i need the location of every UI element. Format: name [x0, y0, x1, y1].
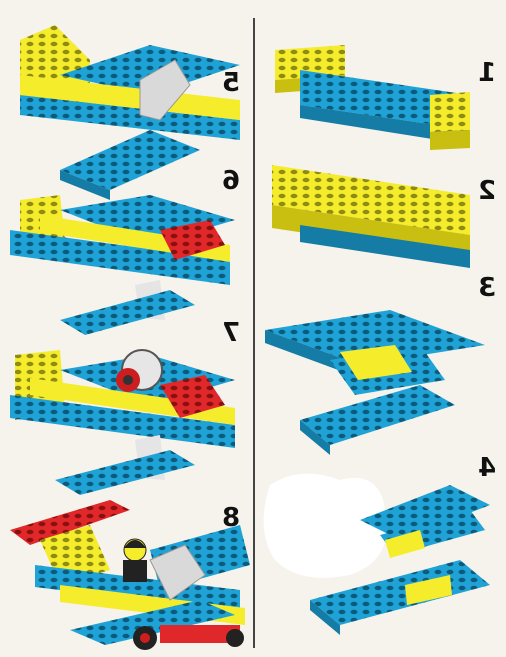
minifigure-pilot-icon [123, 539, 147, 582]
step-number-7: 7 [222, 320, 240, 346]
step-4-illustration [264, 474, 490, 635]
step-2-illustration [272, 165, 470, 268]
step-6-illustration [10, 195, 235, 335]
step-number-2: 2 [478, 178, 496, 204]
step-number-6: 6 [222, 168, 240, 194]
step-number-4: 4 [478, 455, 496, 481]
step-3-illustration [265, 310, 485, 455]
step-number-8: 8 [222, 505, 240, 531]
step-7-illustration [10, 350, 235, 495]
step-number-5: 5 [222, 70, 240, 96]
step-8-illustration [10, 500, 250, 650]
step-1-illustration [275, 45, 470, 150]
step-number-3: 3 [478, 275, 496, 301]
step-number-1: 1 [478, 60, 496, 86]
step-5-illustration [20, 25, 240, 200]
